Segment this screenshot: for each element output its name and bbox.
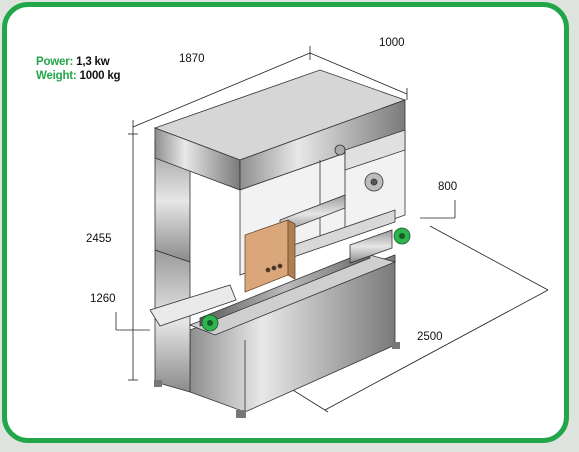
dim-1870: 1870 (179, 53, 205, 65)
dim-2500: 2500 (417, 331, 443, 343)
top-hood (153, 69, 407, 191)
weight-spec: Weight: 1000 kg (36, 70, 121, 82)
power-value: 1,3 kw (76, 56, 110, 68)
motor-right-icon (349, 227, 411, 264)
control-panel-box (244, 219, 296, 293)
dim-800: 800 (438, 181, 458, 193)
weight-label: Weight: (36, 70, 77, 82)
power-label: Power: (36, 56, 74, 68)
dim-2455: 2455 (86, 233, 112, 245)
conveyor (149, 249, 397, 336)
power-spec: Power: 1,3 kw (36, 56, 110, 68)
dim-1260: 1260 (90, 293, 116, 305)
dim-1000: 1000 (379, 37, 405, 49)
motor-left-icon (201, 314, 219, 332)
weight-value: 1000 kg (79, 70, 121, 82)
